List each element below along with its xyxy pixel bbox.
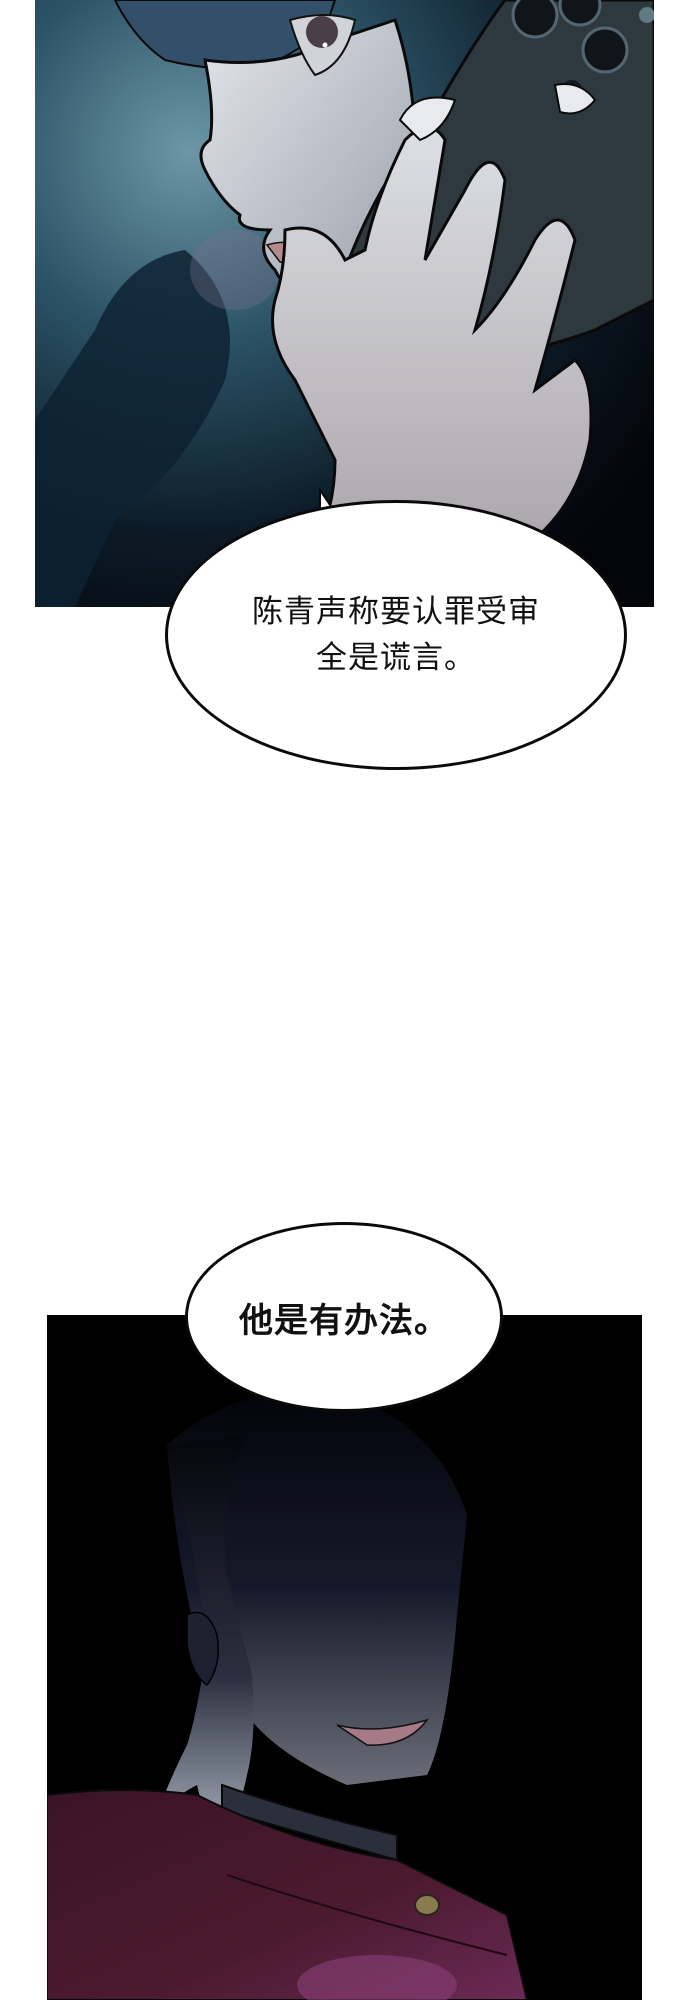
comic-panel-1 (35, 0, 654, 607)
comic-panel-2 (47, 1315, 642, 2000)
speech-line: 全是谎言。 (316, 640, 476, 676)
panel-2-artwork (47, 1315, 642, 2000)
speech-bubble-1: 陈青声称要认罪受审 全是谎言。 (165, 500, 627, 770)
speech-line: 他是有办法。 (239, 1300, 449, 1341)
speech-bubble-2: 他是有办法。 (185, 1222, 503, 1412)
panel-1-artwork (35, 0, 654, 607)
speech-line: 陈青声称要认罪受审 (252, 594, 540, 630)
